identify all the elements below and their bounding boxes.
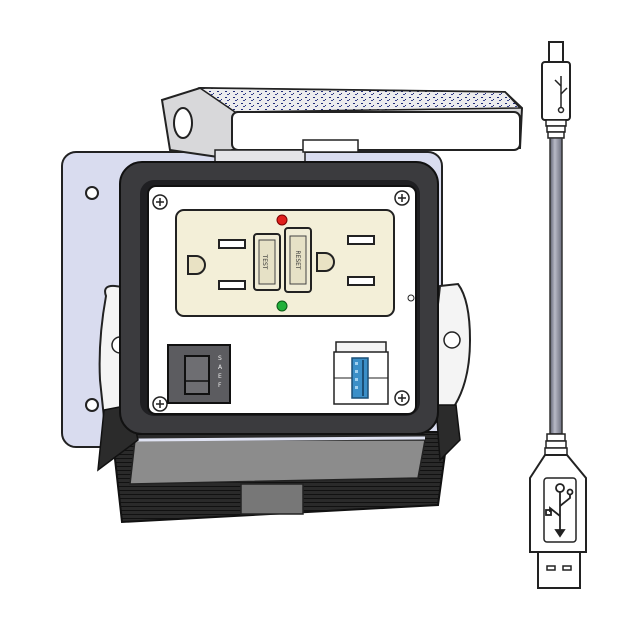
faceplate-screws [152, 190, 415, 412]
usb-logo-icon [545, 483, 574, 538]
reset-label: RESET [294, 250, 301, 270]
svg-text:F: F [218, 382, 222, 389]
hot-slot [347, 235, 375, 245]
mini-usb-tip [548, 41, 564, 63]
screw-icon [394, 190, 410, 206]
svg-text:S: S [218, 355, 222, 362]
base-hood [110, 431, 450, 524]
mini-usb-housing [541, 61, 571, 121]
ground-hole [187, 255, 206, 275]
gfci-outlet: TEST RESET [175, 209, 395, 317]
hot-slot [218, 239, 246, 249]
neutral-slot [218, 280, 246, 290]
hinged-cover[interactable] [160, 86, 524, 165]
screw-icon [152, 194, 168, 210]
usb-cable [529, 41, 587, 589]
reset-button[interactable]: RESET [284, 227, 312, 293]
svg-text:A: A [218, 364, 223, 371]
hinge-pin-icon [173, 107, 193, 139]
right-latch[interactable] [433, 282, 472, 462]
screw-icon [152, 396, 168, 412]
neutral-slot [347, 276, 375, 286]
mounting-hole-icon [85, 186, 99, 200]
usb-logo-icon [554, 76, 568, 114]
screw-icon [394, 390, 410, 406]
ground-hole [316, 252, 335, 272]
svg-text:E: E [218, 373, 222, 380]
usb-jack[interactable] [333, 341, 389, 405]
test-button[interactable]: TEST [253, 233, 281, 291]
mounting-hole-icon [85, 398, 99, 412]
usb-port-icon [351, 357, 369, 399]
trip-indicator-red [276, 214, 288, 226]
rocker-switch[interactable]: S A E F [167, 344, 231, 404]
cable-wire [549, 137, 563, 435]
test-label: TEST [261, 254, 268, 270]
power-indicator-green [276, 300, 288, 312]
usb-a-plug [537, 551, 581, 589]
